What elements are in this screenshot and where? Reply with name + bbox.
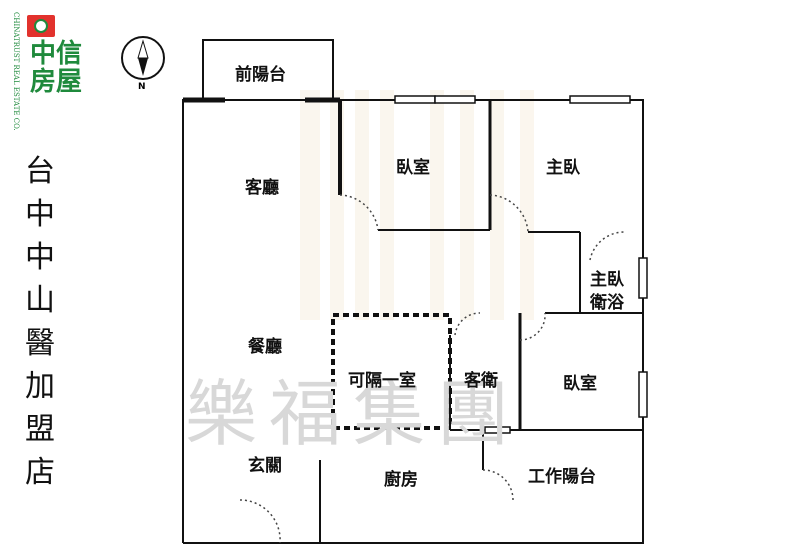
room-master: 主臥 [546,158,580,178]
door-swings [239,194,626,544]
logo-emblem [27,15,55,37]
compass-label: N [138,82,146,92]
room-bedroom-2: 臥室 [563,374,597,394]
room-dining: 餐廳 [248,337,282,357]
room-kitchen: 廚房 [384,470,418,490]
logo: 中信房屋 CHINATRUST REAL ESTATE CO. [0,0,95,135]
room-entry: 玄關 [248,456,282,476]
watermark-columns [300,90,534,320]
watermark: 樂福集團 [185,372,522,456]
partition-dotted-outline [331,313,452,430]
logo-text: 中信房屋 [30,39,83,97]
room-utility: 工作陽台 [528,467,596,487]
compass: N [118,36,168,96]
room-partition: 可隔一室 [348,371,416,391]
room-living: 客廳 [245,178,279,198]
room-master-bath-1: 主臥 [590,270,624,290]
windows [394,95,648,434]
room-master-bath-2: 衛浴 [590,293,624,313]
room-guest-bath: 客衛 [464,371,498,391]
north-arrow-icon [121,36,165,80]
room-bedroom-1: 臥室 [396,158,430,178]
store-title: 台中中山醫加盟店 [25,154,55,490]
room-front-balcony: 前陽台 [235,65,286,85]
